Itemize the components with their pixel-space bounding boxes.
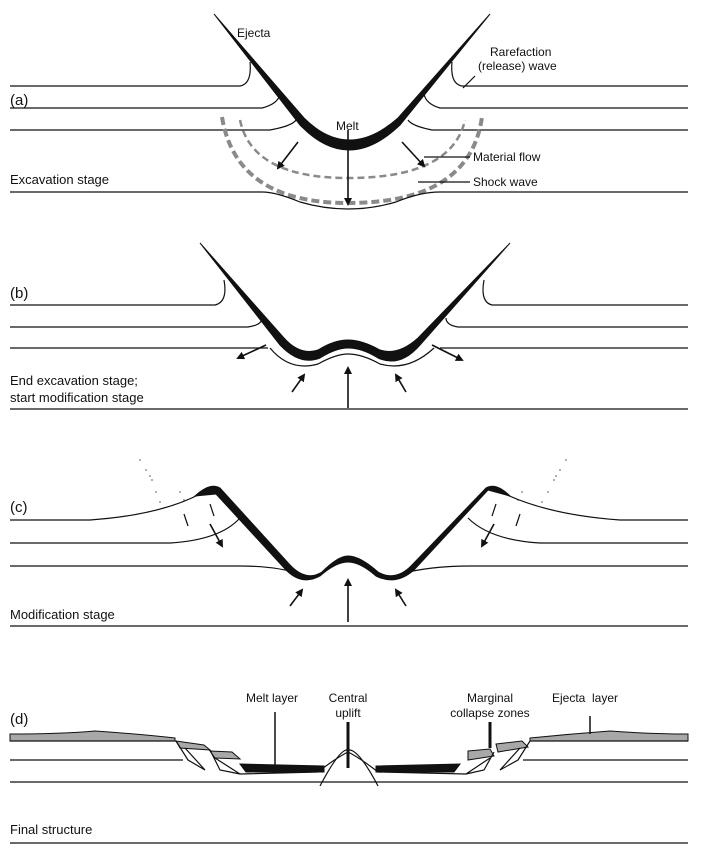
marginal-collapse-label-2: collapse zones (450, 706, 529, 720)
rarefaction-label-2: (release) wave (478, 59, 557, 73)
stage-label: End excavation stage; (10, 373, 138, 388)
panel-c-label: (c) (10, 499, 28, 516)
melt-lining (213, 13, 491, 151)
melt-label: Melt (336, 119, 359, 133)
panel-d-label: (d) (10, 711, 28, 728)
strata-line (10, 191, 688, 210)
ejecta-spray (139, 459, 567, 503)
marginal-collapse-label: Marginal (467, 691, 513, 705)
central-uplift-label-2: uplift (335, 706, 361, 720)
melt-layer (238, 763, 325, 773)
material-flow-label: Material flow (473, 150, 541, 164)
ejecta-layer-label: Ejecta layer (552, 691, 618, 705)
panel-b-label: (b) (10, 285, 28, 302)
ejecta-layer (9, 730, 176, 742)
stage-label-2: start modification stage (10, 390, 144, 405)
material-flow-arrow (276, 141, 299, 170)
melt-lining (193, 485, 512, 581)
strata-line (10, 119, 297, 131)
melt-layer-label: Melt layer (246, 691, 298, 705)
panel-a-excavation: (a) Ejecta Rarefaction (release) wave Me… (10, 13, 688, 210)
strata-line (10, 93, 281, 109)
strata-line (10, 61, 251, 87)
stage-label: Final structure (10, 822, 92, 837)
melt-lining (199, 242, 511, 362)
stage-label: Excavation stage (10, 172, 109, 187)
panel-d-final: (d) Melt layer Central uplift Marginal c… (9, 691, 689, 844)
central-uplift-label: Central (329, 691, 368, 705)
material-flow-arrow (401, 141, 426, 168)
ejecta-label: Ejecta (237, 26, 271, 40)
shock-wave-label: Shock wave (473, 175, 538, 189)
rarefaction-label: Rarefaction (490, 45, 551, 59)
stage-label: Modification stage (10, 607, 115, 622)
panel-a-label: (a) (10, 92, 28, 109)
panel-b-end-excavation: (b) End excavation stage; start modifica… (10, 242, 688, 410)
panel-c-modification: (c) Modification stage (10, 459, 688, 627)
